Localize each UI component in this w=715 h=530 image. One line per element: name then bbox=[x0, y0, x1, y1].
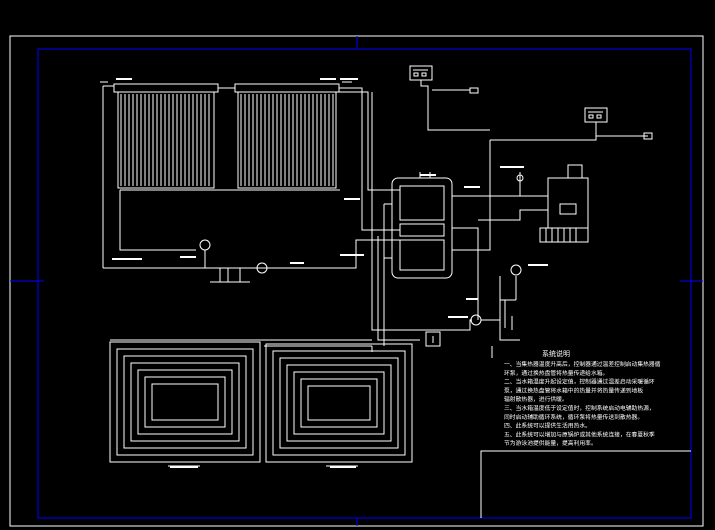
heating-loop bbox=[151, 383, 219, 421]
heating-loop bbox=[279, 357, 399, 449]
frame-crosshairs bbox=[10, 36, 703, 526]
floor-heating-coil-right bbox=[265, 343, 413, 463]
heating-loop bbox=[144, 376, 226, 428]
system-description: 系统说明 一、当集热器温度升高后，控制器通过温差控制启动集热器循环泵，通过换热盘… bbox=[504, 349, 661, 447]
heating-loop bbox=[109, 341, 261, 463]
legend-line: 环泵，通过换热盘管将热量传递给水箱。 bbox=[504, 369, 608, 377]
temperature-controller-icon bbox=[409, 65, 490, 131]
heating-loop bbox=[293, 371, 385, 435]
legend-line: 同时启动辅助循环系统，循环泵将热量传送到散热器。 bbox=[504, 413, 643, 421]
heating-loop bbox=[265, 343, 413, 463]
heating-loop bbox=[307, 385, 371, 421]
legend-line: 三、当水箱温度低于设定值时，控制系统启动电辅助热源， bbox=[504, 404, 655, 412]
auxiliary-boiler-icon bbox=[478, 164, 589, 243]
inner-frame bbox=[37, 48, 692, 519]
legend-line: 二、当水箱温度升起设定值，控制器通过温差启动采暖循环 bbox=[504, 378, 655, 386]
heating-loop bbox=[286, 364, 392, 442]
solar-collector-right bbox=[234, 83, 340, 189]
legend-line: 四、此系统可以提供生活用热水。 bbox=[504, 422, 591, 430]
heating-loop bbox=[116, 348, 254, 456]
legend-line: 泵，通过换热盘管将水箱中的热量并将热量传递到地板 bbox=[504, 386, 643, 394]
component-tags bbox=[112, 78, 548, 468]
outer-frame bbox=[9, 35, 704, 527]
storage-tank-icon bbox=[384, 140, 491, 320]
solar-collector-left bbox=[113, 83, 219, 189]
heating-loop bbox=[300, 378, 378, 428]
legend-line: 五、此系统可以增加与原锅炉或其他系统连接，在春夏秋季 bbox=[504, 430, 655, 438]
heating-loop bbox=[272, 350, 406, 456]
circulation-pump-icon bbox=[199, 239, 522, 326]
collector-piping bbox=[100, 81, 400, 269]
heating-loop bbox=[123, 355, 247, 449]
heating-loop bbox=[137, 369, 233, 435]
floor-heating-manifold bbox=[110, 339, 372, 467]
title-block bbox=[480, 450, 691, 518]
temperature-controller-icon-2 bbox=[490, 107, 653, 141]
floor-heating-coil-left bbox=[109, 341, 261, 463]
legend-line: 节为游泳池提供能量，提高利用率。 bbox=[504, 439, 597, 447]
legend-title: 系统说明 bbox=[542, 349, 570, 358]
heating-loop bbox=[130, 362, 240, 442]
legend-line: 辐射散热器，进行供暖。 bbox=[504, 395, 568, 403]
legend-line: 一、当集热器温度升高后，控制器通过温差控制启动集热器循 bbox=[504, 360, 661, 368]
distribution-piping bbox=[210, 92, 520, 358]
